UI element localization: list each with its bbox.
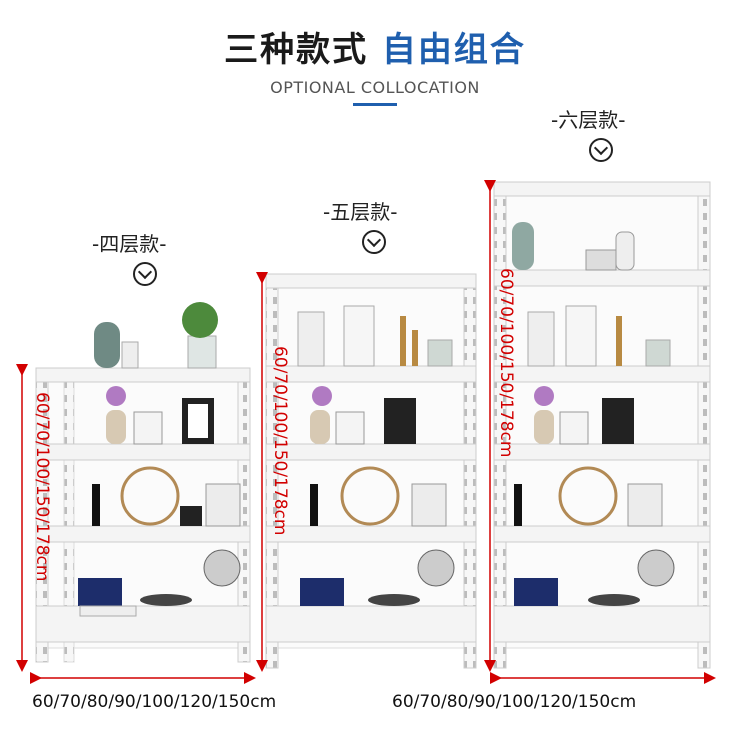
subtitle: OPTIONAL COLLOCATION: [270, 78, 480, 97]
title-part-2: 自由组合: [381, 30, 526, 70]
width-label-left: 60/70/80/90/100/120/150cm: [32, 692, 277, 712]
title-part-1: 三种款式: [224, 30, 369, 70]
height-label-six: 60/70/100/150/178cm: [496, 268, 516, 458]
width-label-right: 60/70/80/90/100/120/150cm: [392, 692, 637, 712]
chevron-down-icon: [589, 138, 613, 162]
height-label-five: 60/70/100/150/178cm: [270, 346, 290, 536]
five-tier-shelf: [265, 273, 477, 669]
six-tier-shelf: [493, 181, 711, 669]
chevron-down-icon: [133, 262, 157, 286]
chevron-down-icon: [362, 230, 386, 254]
label-four-tier: -四层款-: [92, 232, 167, 256]
label-five-tier: -五层款-: [323, 200, 398, 224]
subtitle-underline: [353, 103, 397, 106]
height-label-four: 60/70/100/150/178cm: [32, 392, 52, 582]
four-tier-shelf: [35, 302, 251, 663]
label-six-tier: -六层款-: [551, 108, 626, 132]
page-title: 三种款式 自由组合: [0, 22, 750, 71]
